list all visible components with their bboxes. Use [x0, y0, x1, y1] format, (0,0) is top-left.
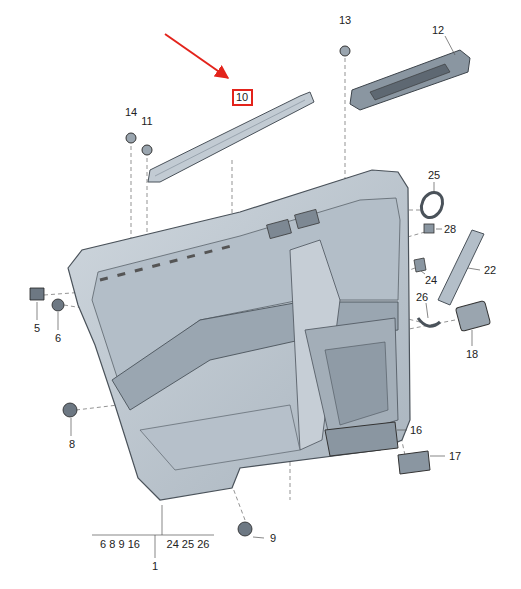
callout-number: 26	[416, 292, 428, 303]
pointer-arrow	[165, 34, 228, 78]
callout-number: 9	[270, 533, 276, 544]
callout-number: 13	[339, 15, 351, 26]
callout-number: 1	[152, 561, 158, 572]
callout-number: 16	[410, 425, 422, 436]
callout-number: 11	[141, 116, 152, 127]
callout-number: 12	[432, 25, 444, 36]
callout-number: 14	[125, 107, 137, 118]
callout-number: 28	[444, 224, 456, 235]
door-panel	[68, 170, 410, 500]
door-handle-bezel	[350, 50, 470, 110]
callout-number: 5	[34, 323, 40, 334]
callout-number: 6 8 9 16	[100, 539, 140, 550]
callout-number: 24	[425, 275, 437, 286]
callout-number: 6	[55, 333, 61, 344]
callout-number: 10	[236, 92, 248, 103]
grab-handle	[438, 230, 484, 305]
callout-number: 18	[466, 349, 478, 360]
callout-number: 17	[449, 451, 461, 462]
callout-number: 8	[69, 439, 75, 450]
callout-number: 22	[484, 265, 496, 276]
callout-number: 25	[428, 170, 440, 181]
window-switch	[325, 422, 398, 456]
trim-strip	[148, 92, 314, 182]
callout-box: 10	[232, 89, 253, 106]
callout-number: 24 25 26	[167, 539, 210, 550]
